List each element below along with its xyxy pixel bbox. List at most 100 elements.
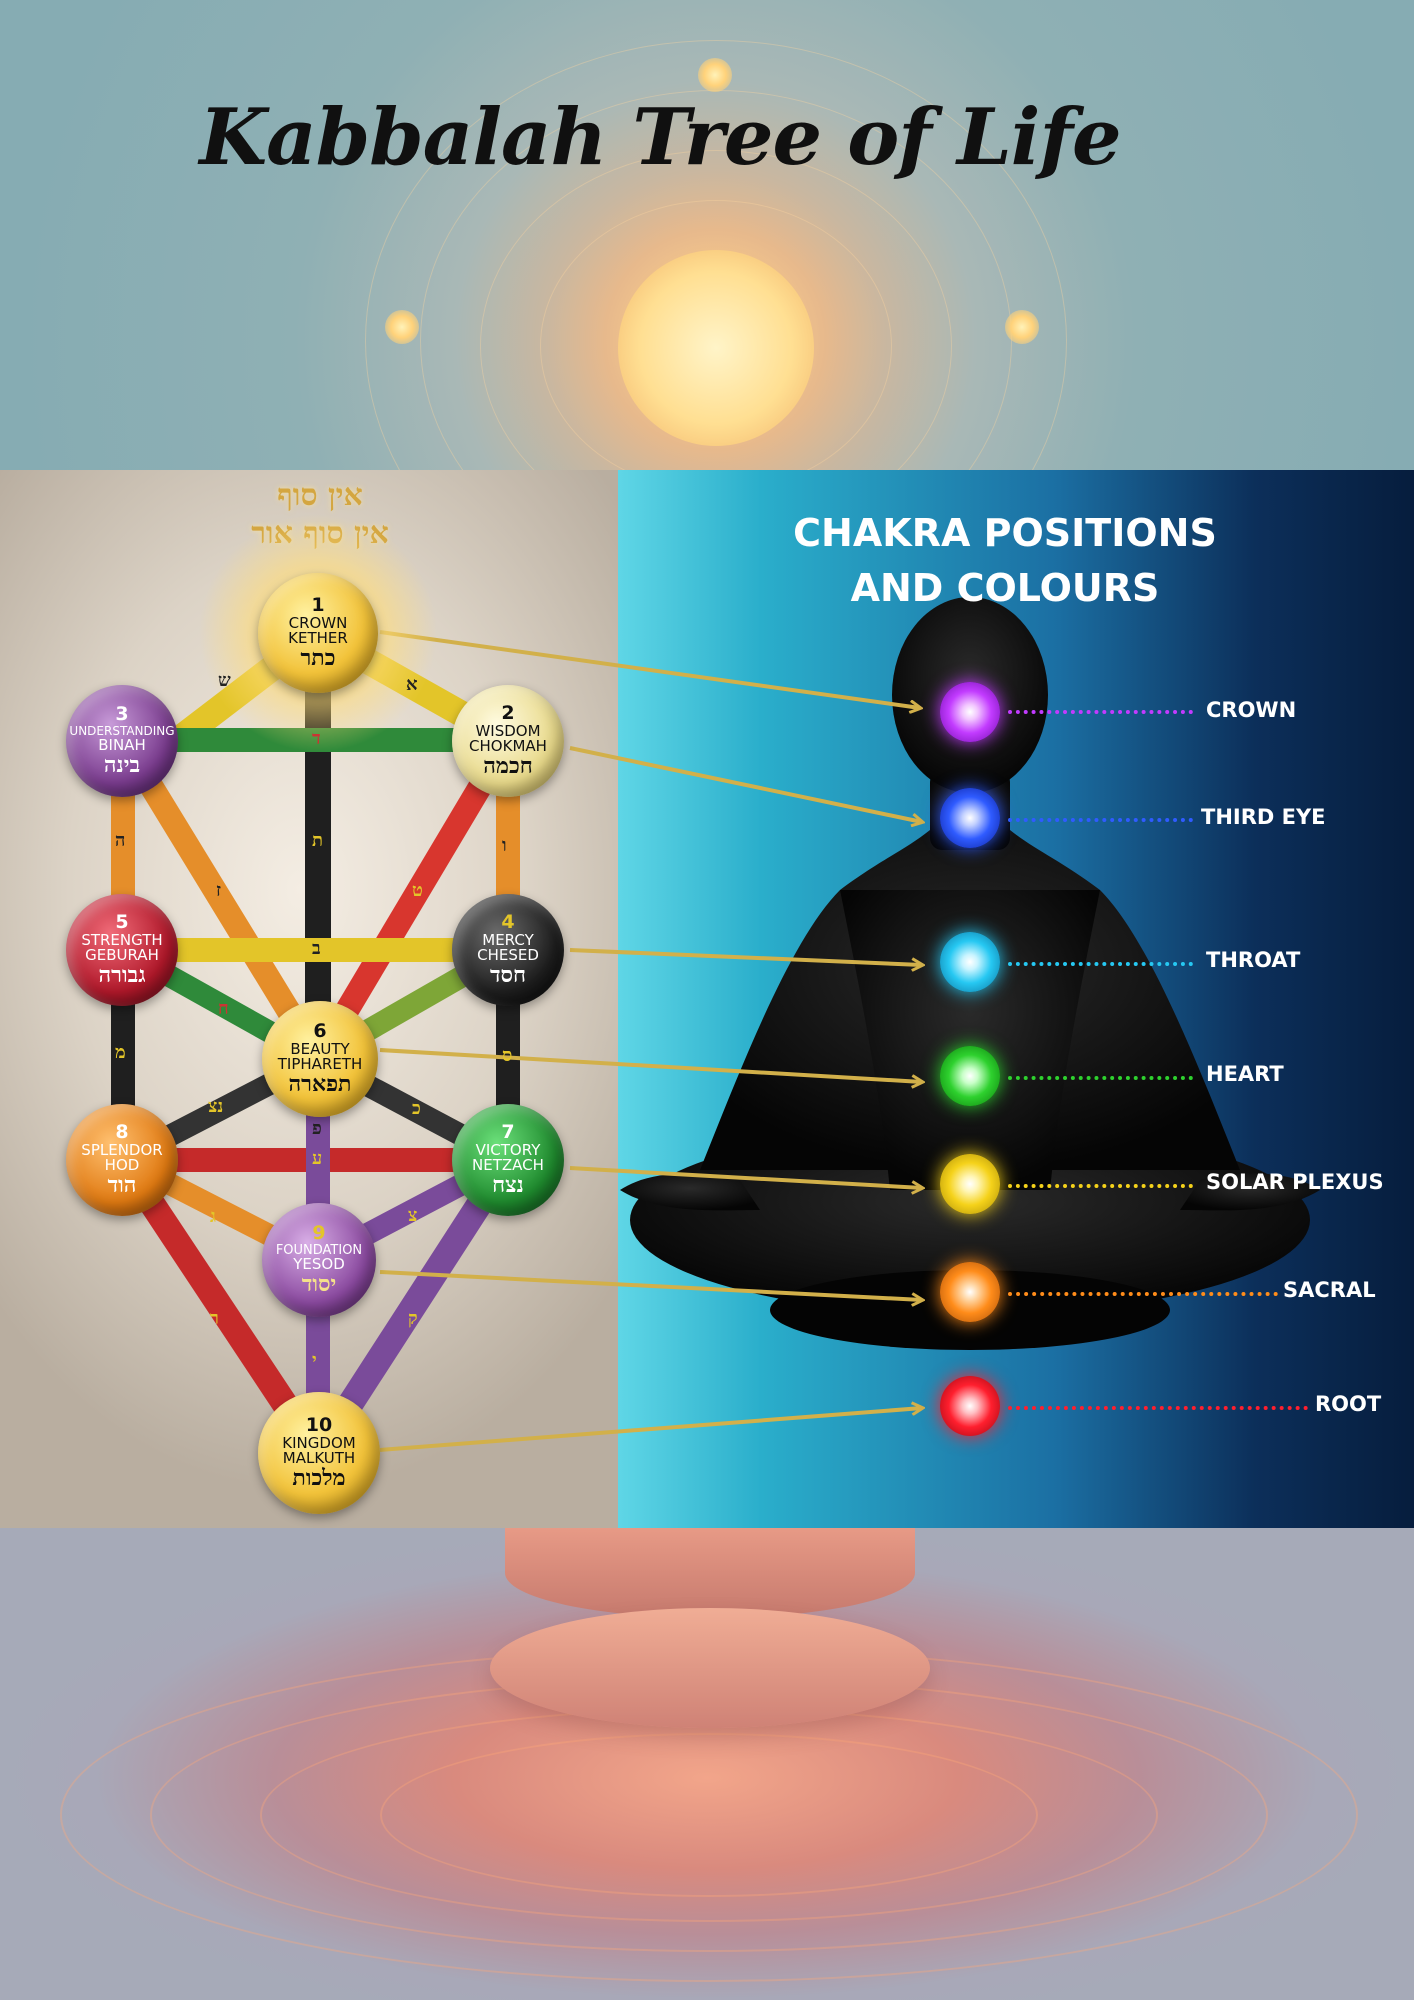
arrow-kether-crown	[379, 630, 920, 708]
sephira-name: VICTORY	[475, 1140, 541, 1159]
path-letter: ו	[502, 835, 507, 856]
glow-orb	[385, 310, 419, 344]
path-letter: ה	[115, 830, 126, 851]
sephira-geburah[interactable]: 5 STRENGTH GEBURAH גבורה	[66, 894, 178, 1006]
arrow-netzach-solar-plexus	[569, 1166, 922, 1188]
sephira-number: 1	[311, 593, 325, 616]
connection-arrows	[379, 630, 922, 1452]
pedestal-base	[490, 1608, 930, 1728]
path-letter: מ	[115, 1042, 126, 1063]
sephira-binah[interactable]: 3 UNDERSTANDING BINAH בינה	[66, 685, 178, 797]
sephira-name: WISDOM	[475, 721, 541, 740]
path-letter: ז	[216, 880, 222, 901]
sephira-hebrew: נצח	[492, 1172, 524, 1199]
sephira-hebrew: בינה	[103, 751, 141, 778]
chakra-dotted-line	[1008, 818, 1193, 822]
sephira-name: KINGDOM	[282, 1433, 356, 1452]
chakra-throat[interactable]	[940, 932, 1000, 992]
chakra-sacral[interactable]	[940, 1262, 1000, 1322]
sephira-name: BEAUTY	[290, 1039, 350, 1058]
sephira-number: 7	[501, 1120, 515, 1143]
glow-orb	[698, 58, 732, 92]
chakra-label: SACRAL	[1283, 1278, 1376, 1302]
sephira-name: STRENGTH	[81, 930, 163, 949]
sephira-hebrew: מלכות	[292, 1465, 346, 1492]
sky-background	[0, 0, 1414, 642]
sephira-tiphareth[interactable]: 6 BEAUTY TIPHARETH תפארה	[262, 1001, 378, 1117]
sephira-number: 2	[501, 701, 515, 724]
path-letter: ת	[312, 830, 323, 851]
sephira-transliteration: MALKUTH	[282, 1449, 356, 1468]
sephira-malkuth[interactable]: 10 KINGDOM MALKUTH מלכות	[258, 1392, 380, 1514]
arrow-tiphareth-heart	[379, 1048, 922, 1082]
chakra-label: THIRD EYE	[1201, 805, 1326, 829]
sephira-number: 6	[313, 1019, 327, 1042]
path-letter: כ	[412, 1098, 421, 1119]
chakra-root[interactable]	[940, 1376, 1000, 1436]
sephira-name: FOUNDATION	[275, 1242, 363, 1258]
sephira-hebrew: חסד	[489, 962, 527, 989]
path-letter: ט	[412, 880, 423, 901]
sephira-hebrew: חכמה	[483, 753, 533, 780]
meditating-figure	[620, 597, 1320, 1350]
chakra-heart[interactable]	[940, 1046, 1000, 1106]
chakra-label: HEART	[1206, 1062, 1284, 1086]
chakra-title-line-2: AND COLOURS	[850, 566, 1160, 610]
page-title: Kabbalah Tree of Life	[199, 92, 1121, 183]
sephira-transliteration: NETZACH	[472, 1156, 544, 1175]
path-letter: ב	[312, 938, 321, 959]
chakra-third-eye[interactable]	[940, 788, 1000, 848]
path-letter: צ	[408, 1205, 418, 1226]
sephira-transliteration: YESOD	[293, 1255, 345, 1274]
sephira-name: SPLENDOR	[81, 1140, 163, 1159]
sephira-transliteration: GEBURAH	[85, 946, 159, 965]
sephira-hebrew: יסוד	[301, 1271, 337, 1298]
path-letter: ח	[218, 998, 229, 1019]
sephira-transliteration: KETHER	[288, 629, 348, 648]
sephira-transliteration: CHOKMAH	[469, 737, 547, 756]
chakra-label: SOLAR PLEXUS	[1206, 1170, 1384, 1194]
sephira-hod[interactable]: 8 SPLENDOR HOD הוד	[66, 1104, 178, 1216]
chakra-panel-title: CHAKRA POSITIONS AND COLOURS	[720, 506, 1290, 616]
sephira-hebrew: גבורה	[98, 962, 146, 989]
sephira-hebrew: תפארה	[288, 1071, 352, 1098]
path-letter: י	[312, 1350, 317, 1371]
sephira-hebrew: הוד	[107, 1172, 137, 1199]
sephira-yesod[interactable]: 9 FOUNDATION YESOD יסוד	[262, 1203, 376, 1317]
sephira-netzach[interactable]: 7 VICTORY NETZACH נצח	[452, 1104, 564, 1216]
path-letter: ע	[312, 1148, 323, 1169]
sephira-chesed[interactable]: 4 MERCY CHESED חסד	[452, 894, 564, 1006]
arrow-chesed-throat	[569, 948, 922, 965]
path-letter: פ	[312, 1118, 322, 1139]
sephira-name: UNDERSTANDING	[69, 724, 175, 739]
arrow-yesod-sacral	[379, 1270, 922, 1300]
glow-orb	[1005, 310, 1039, 344]
sephira-number: 10	[305, 1413, 333, 1436]
path-letter: ד	[312, 728, 321, 749]
sephira-transliteration: HOD	[104, 1156, 140, 1175]
path-letter: נצ	[208, 1096, 224, 1117]
chakra-label: ROOT	[1315, 1392, 1382, 1416]
path-letter: ג	[210, 1206, 216, 1227]
chakra-solar-plexus[interactable]	[940, 1154, 1000, 1214]
sun-orb	[618, 250, 814, 446]
pedestal-top	[505, 1528, 915, 1618]
sephira-transliteration: TIPHARETH	[277, 1055, 363, 1074]
ripple-ring	[380, 1733, 1038, 1897]
sephira-transliteration: CHESED	[477, 946, 539, 965]
sephira-kether[interactable]: 1 CROWN KETHER כתר	[258, 573, 378, 693]
path-letter: ק	[408, 1308, 418, 1329]
chakra-title-line-1: CHAKRA POSITIONS	[793, 511, 1217, 555]
sephira-transliteration: BINAH	[98, 735, 146, 754]
sephira-name: CROWN	[288, 613, 348, 632]
sephira-number: 8	[115, 1120, 129, 1143]
arrow-chokmah-third-eye	[569, 746, 922, 822]
sephira-chokmah[interactable]: 2 WISDOM CHOKMAH חכמה	[452, 685, 564, 797]
ein-sof-label: אין סוף	[277, 478, 363, 513]
arrow-malkuth-root	[379, 1408, 922, 1452]
sephira-name: MERCY	[482, 930, 534, 949]
sephira-number: 3	[115, 703, 129, 726]
sephira-number: 4	[501, 910, 515, 933]
chakra-dotted-line	[1008, 962, 1193, 966]
chakra-crown[interactable]	[940, 682, 1000, 742]
